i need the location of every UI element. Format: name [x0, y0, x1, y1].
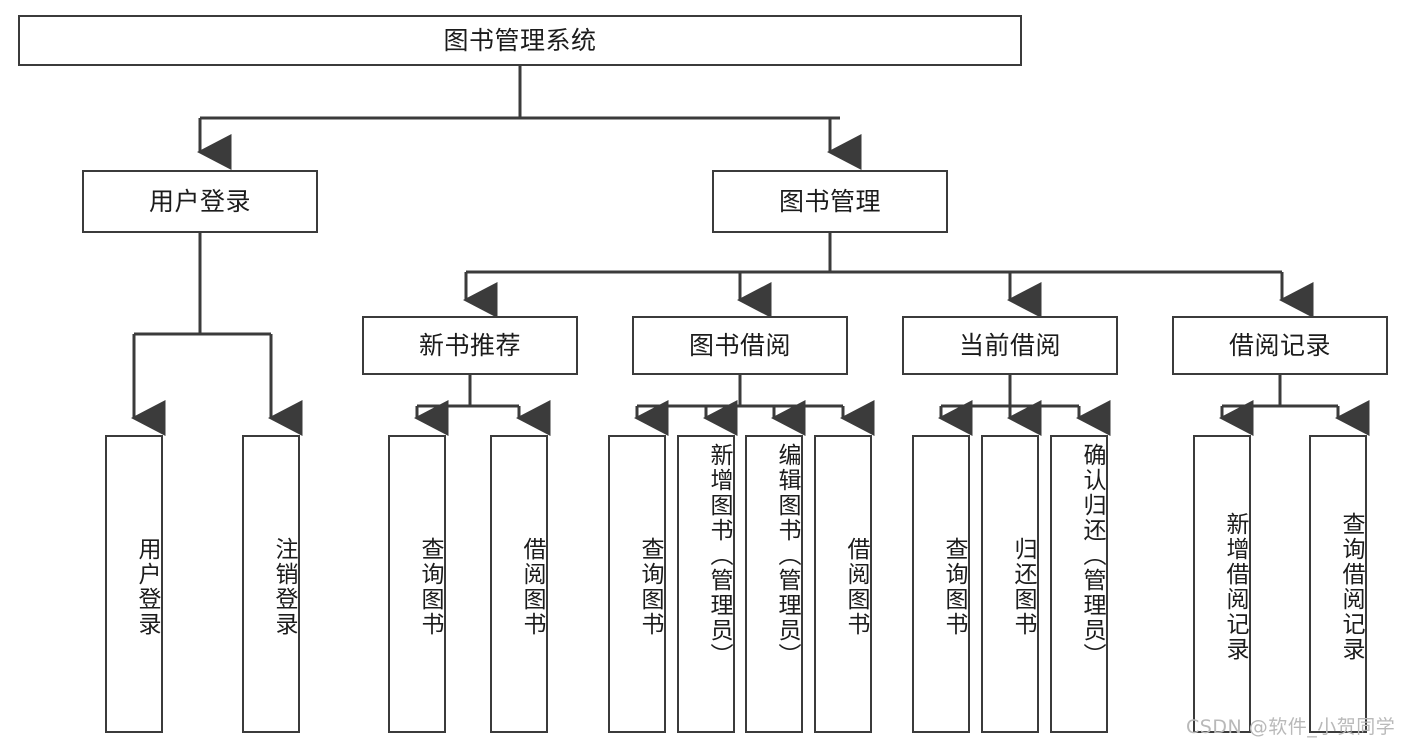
leaf-borrow-book[interactable]: 借阅图书 [814, 435, 872, 733]
node-label: 查询图书 [417, 537, 443, 637]
node-label: 借阅图书 [519, 537, 545, 637]
leaf-query-book-borrow[interactable]: 查询图书 [608, 435, 666, 733]
node-user-login[interactable]: 用户登录 [82, 170, 318, 233]
node-label: 图书管理系统 [443, 25, 597, 55]
leaf-add-borrow-record[interactable]: 新增借阅记录 [1193, 435, 1251, 733]
node-label: 图书管理 [778, 186, 881, 216]
leaf-query-book-recommend[interactable]: 查询图书 [388, 435, 446, 733]
node-label: 借阅图书 [843, 537, 869, 637]
node-label: 新书推荐 [418, 330, 521, 360]
leaf-edit-book[interactable]: 编辑图书（管理员） [745, 435, 803, 733]
leaf-borrow-book-recommend[interactable]: 借阅图书 [490, 435, 548, 733]
node-current-borrow[interactable]: 当前借阅 [902, 316, 1118, 375]
leaf-return-book[interactable]: 归还图书 [981, 435, 1039, 733]
node-label: 查询图书 [637, 537, 663, 637]
node-label: 确认归还（管理员） [1079, 443, 1105, 668]
node-label: 借阅记录 [1228, 330, 1331, 360]
leaf-user-login[interactable]: 用户登录 [105, 435, 163, 733]
node-label: 注销登录 [271, 537, 297, 637]
node-label: 查询图书 [941, 537, 967, 637]
node-new-book-recommend[interactable]: 新书推荐 [362, 316, 578, 375]
node-label: 编辑图书（管理员） [774, 443, 800, 668]
node-label: 新增借阅记录 [1222, 512, 1248, 662]
node-borrow-record[interactable]: 借阅记录 [1172, 316, 1388, 375]
node-label: 归还图书 [1010, 537, 1036, 637]
csdn-watermark: CSDN @软件_小贺同学 [1186, 716, 1396, 738]
leaf-logout-login[interactable]: 注销登录 [242, 435, 300, 733]
node-label: 查询借阅记录 [1338, 512, 1364, 662]
node-label: 用户登录 [148, 186, 251, 216]
node-book-management[interactable]: 图书管理 [712, 170, 948, 233]
node-label: 图书借阅 [688, 330, 791, 360]
leaf-add-book[interactable]: 新增图书（管理员） [677, 435, 735, 733]
node-label: 用户登录 [134, 537, 160, 637]
leaf-query-book-current[interactable]: 查询图书 [912, 435, 970, 733]
leaf-confirm-return[interactable]: 确认归还（管理员） [1050, 435, 1108, 733]
leaf-query-borrow-record[interactable]: 查询借阅记录 [1309, 435, 1367, 733]
node-book-borrow[interactable]: 图书借阅 [632, 316, 848, 375]
node-book-management-system[interactable]: 图书管理系统 [18, 15, 1022, 66]
node-label: 当前借阅 [958, 330, 1061, 360]
node-label: 新增图书（管理员） [706, 443, 732, 668]
